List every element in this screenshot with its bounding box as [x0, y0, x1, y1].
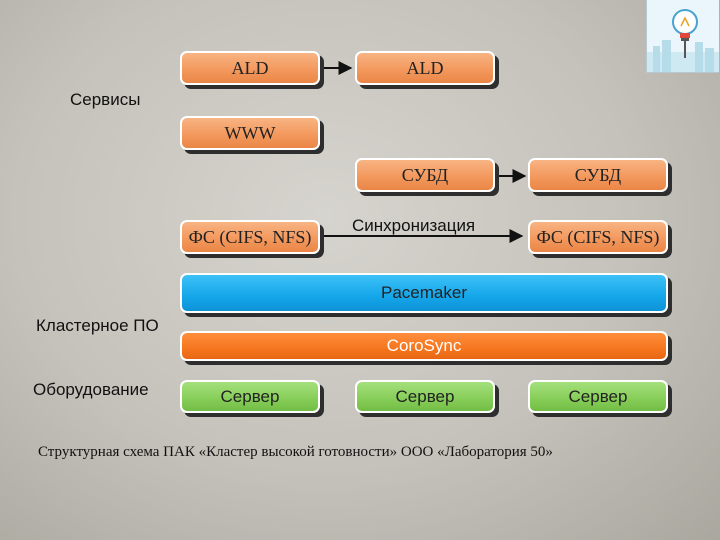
- block-dbms-left: СУБД: [355, 158, 495, 192]
- block-ald-right: ALD: [355, 51, 495, 85]
- diagram-caption: Структурная схема ПАК «Кластер высокой г…: [38, 444, 553, 460]
- block-www: WWW: [180, 116, 320, 150]
- block-ald-left: ALD: [180, 51, 320, 85]
- lightbulb-icon: [646, 0, 719, 73]
- label-services: Сервисы: [70, 90, 141, 109]
- label-hardware: Оборудование: [33, 380, 149, 399]
- block-fs-right: ФС (CIFS, NFS): [528, 220, 668, 254]
- block-pacemaker: Pacemaker: [180, 273, 668, 313]
- block-fs-left: ФС (CIFS, NFS): [180, 220, 320, 254]
- block-server-3: Сервер: [528, 380, 668, 413]
- block-dbms-right: СУБД: [528, 158, 668, 192]
- block-server-2: Сервер: [355, 380, 495, 413]
- block-server-1: Сервер: [180, 380, 320, 413]
- block-corosync: CoroSync: [180, 331, 668, 361]
- label-sync: Синхронизация: [352, 216, 476, 235]
- label-cluster-software: Кластерное ПО: [36, 316, 159, 335]
